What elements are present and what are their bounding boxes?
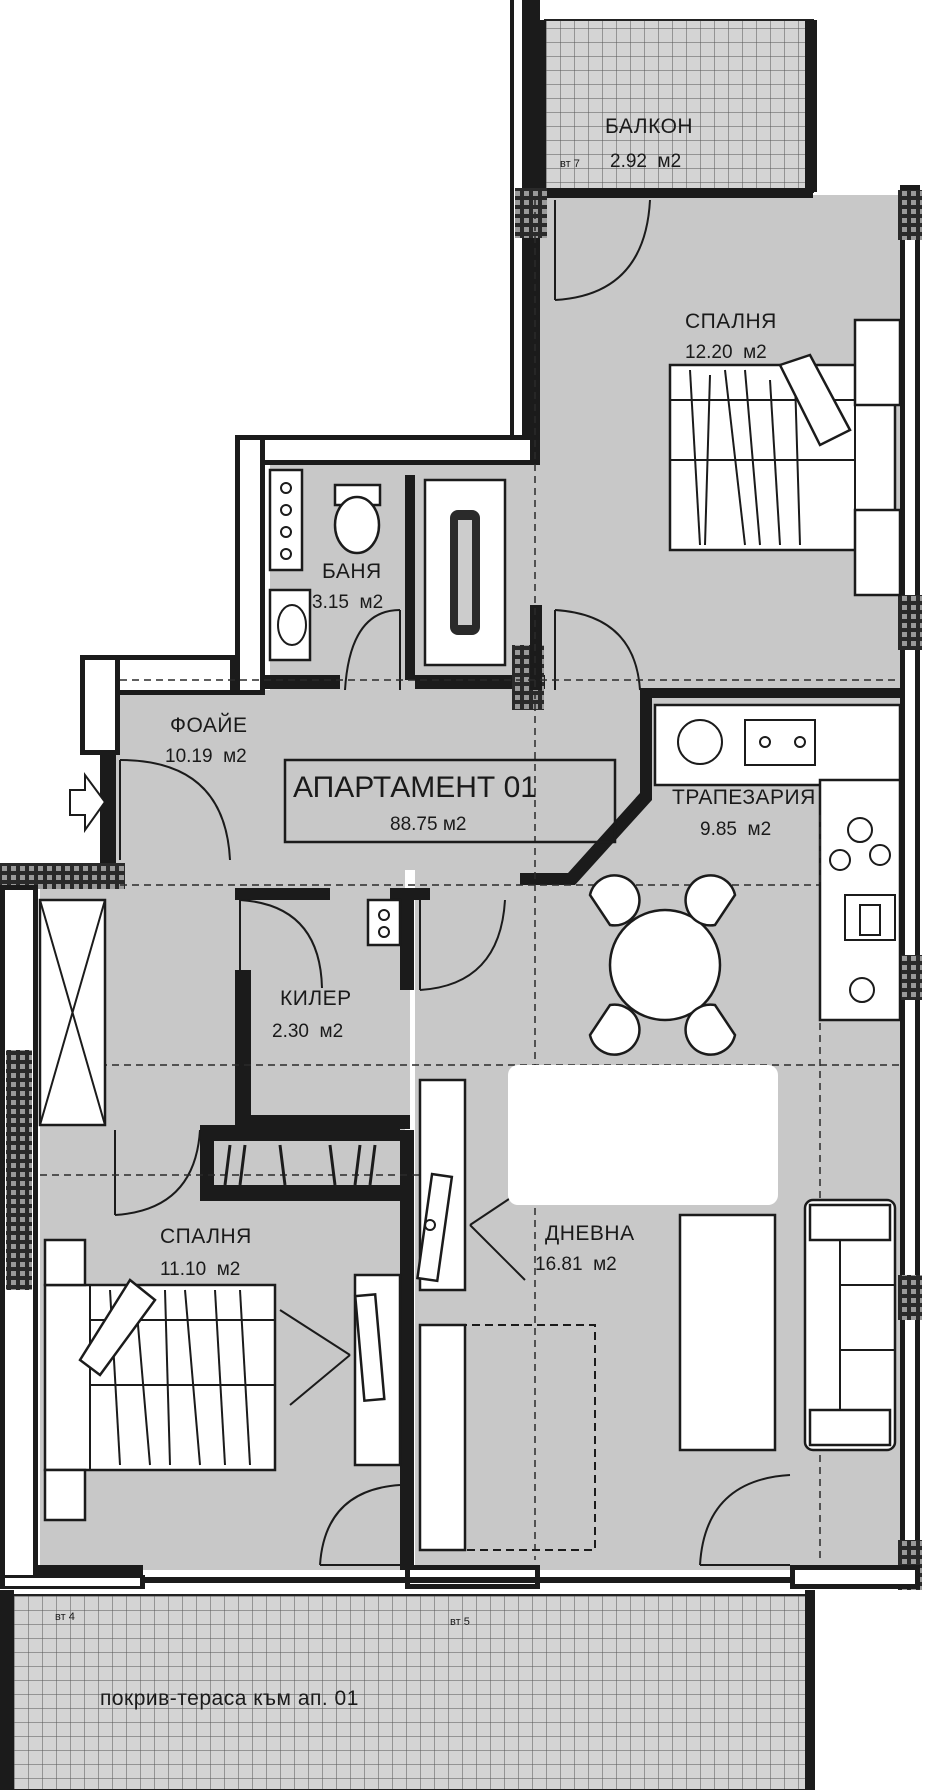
rug — [418, 1323, 596, 1552]
pantry-cabinet — [366, 898, 402, 947]
living-area: 16.81 м2 — [535, 1254, 617, 1275]
bedroom-top-area: 12.20 м2 — [685, 342, 767, 363]
bed-top — [668, 318, 902, 597]
wardrobe-left — [38, 898, 107, 1127]
apartment-area: 88.75 м2 — [390, 814, 466, 835]
bathroom-area: 3.15 м2 — [312, 592, 383, 613]
balcony-area-value: 2.92 м2 — [610, 151, 681, 172]
bedroom-bottom-name: СПАЛНЯ — [160, 1225, 252, 1248]
bed-bottom — [43, 1238, 277, 1522]
tag-vt5: вт 5 — [450, 1616, 470, 1628]
coffee-table — [678, 1213, 777, 1452]
tag-vt4: вт 4 — [55, 1611, 75, 1623]
bathroom-name: БАНЯ — [322, 560, 382, 583]
desk-bedroom — [279, 1273, 402, 1467]
door-swings — [114, 199, 791, 1566]
dining-table — [588, 874, 737, 1056]
apartment-label-frame — [283, 758, 617, 844]
apartment-title: АПАРТАМЕНТ 01 — [293, 771, 537, 804]
terrace-name: покрив-тераса към ап. 01 — [100, 1687, 359, 1710]
bedroom-bottom-area: 11.10 м2 — [160, 1259, 240, 1280]
bedroom-top-name: СПАЛНЯ — [685, 310, 777, 333]
entrance-arrow-icon — [69, 771, 107, 834]
foyer-name: ФОАЙЕ — [170, 713, 247, 737]
living-name: ДНЕВНА — [545, 1222, 635, 1245]
wardrobe — [223, 1144, 377, 1186]
balcony-tag: вт 7 — [560, 158, 580, 170]
roof-terrace — [0, 1590, 815, 1790]
sofa — [803, 1198, 897, 1452]
balcony-name: БАЛКОН — [605, 115, 693, 138]
bathroom-fixtures — [268, 468, 507, 667]
pantry-area: 2.30 м2 — [272, 1021, 343, 1042]
tv-unit — [416, 1078, 526, 1292]
blank-label — [508, 1065, 778, 1205]
dining-name: ТРАПЕЗАРИЯ — [672, 786, 816, 809]
foyer-area: 10.19 м2 — [165, 746, 247, 767]
kitchen — [653, 703, 902, 1022]
walls — [0, 0, 922, 1590]
pantry-name: КИЛЕР — [280, 987, 352, 1010]
dining-area: 9.85 м2 — [700, 819, 771, 840]
